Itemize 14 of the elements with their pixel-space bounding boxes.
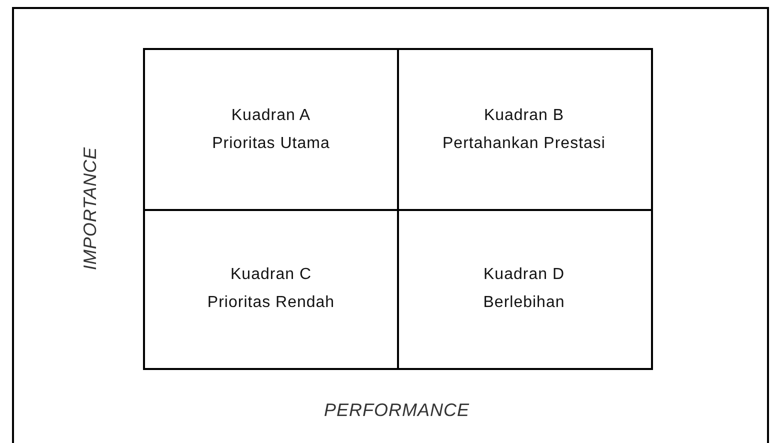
quadrant-cell	[143, 209, 399, 370]
quadrant-title: Kuadran A	[231, 106, 311, 126]
y-axis-label: IMPORTANCE	[80, 146, 101, 270]
quadrant-cell	[143, 48, 399, 211]
quadrant-description: Prioritas Utama	[212, 134, 330, 154]
quadrant-cell	[397, 48, 653, 211]
quadrant-title: Kuadran C	[230, 264, 312, 284]
quadrant-title: Kuadran D	[484, 264, 564, 284]
quadrant-title: Kuadran B	[484, 106, 564, 126]
x-axis-label: PERFORMANCE	[324, 400, 470, 420]
quadrant-description: Prioritas Rendah	[207, 292, 335, 312]
quadrant-description: Berlebihan	[483, 292, 565, 312]
quadrant-cell	[397, 209, 653, 370]
quadrant-description: Pertahankan Prestasi	[442, 134, 606, 154]
